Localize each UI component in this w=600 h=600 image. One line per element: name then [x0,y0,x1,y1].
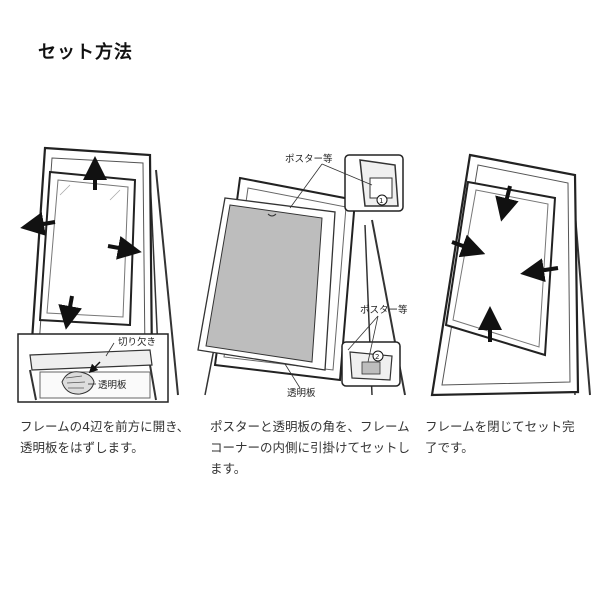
close-arrow-icon [451,185,559,342]
hand-icon [61,371,95,395]
poster-label-mid: ポスター等 [360,304,408,316]
step3-caption: フレームを閉じてセット完了です。 [425,419,575,455]
marker-1: 1 [379,197,383,205]
step2-caption: ポスターと透明板の角を、フレームコーナーの内側に引掛けてセットします。 [210,419,411,476]
step2-illustration: 1 2 ポスター等 ポスター等 透明板 [197,153,408,399]
marker-2: 2 [375,353,379,361]
notch-label: 切り欠き [118,336,156,348]
poster-label-top: ポスター等 [285,153,333,165]
step3-illustration [430,153,591,397]
plate-label-1: 透明板 [98,379,127,391]
plate-label-2: 透明板 [287,387,316,399]
page-title: セット方法 [38,42,133,63]
step1-caption: フレームの4辺を前方に開き、透明板をはずします。 [20,419,190,455]
step1-illustration: 切り欠き 透明板 [17,146,179,403]
open-arrow-icon [20,156,142,330]
